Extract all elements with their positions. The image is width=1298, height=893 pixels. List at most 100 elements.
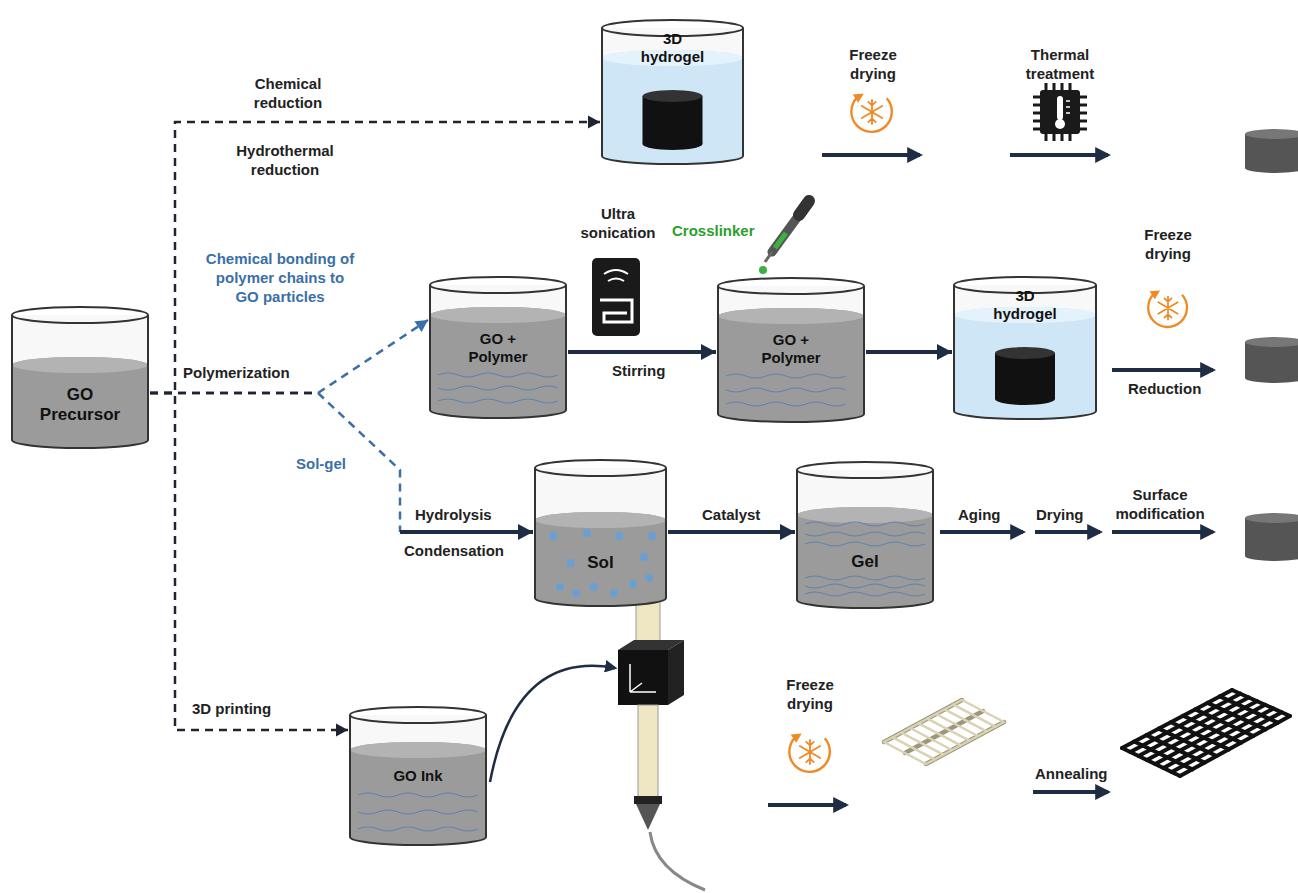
beaker-label: 3D hydrogel [633, 30, 713, 66]
arrow-head [518, 524, 533, 540]
sol-particle [648, 532, 656, 540]
beaker-outline [797, 470, 933, 608]
beaker-outline [954, 285, 1096, 419]
beaker-outline [12, 315, 148, 448]
liquid-surface [430, 307, 566, 323]
beaker-liquid [718, 308, 864, 422]
beaker-node: GO Precursor [10, 305, 150, 450]
lattice-rod [1208, 703, 1266, 729]
hydrogel-top [995, 347, 1055, 359]
beaker-node: 3D hydrogel [600, 18, 745, 166]
arrow-head [414, 320, 428, 332]
arrow-head [937, 344, 952, 360]
feed-arrow [490, 666, 615, 782]
lattice-rod [884, 742, 926, 764]
freeze-drying-icon [789, 734, 829, 772]
step-label: Hydrothermal reduction [225, 142, 345, 180]
polymer-fiber [726, 402, 846, 406]
freeze-drying-icon [851, 94, 891, 132]
polymer-fiber [805, 576, 925, 580]
polymer-fiber [726, 374, 846, 378]
lattice-rod [945, 709, 987, 731]
beaker-liquid [602, 50, 743, 164]
step-arrow [768, 803, 846, 807]
connector-line [568, 350, 716, 354]
step-arrow [822, 153, 920, 157]
cylinder-top [1245, 337, 1298, 347]
cylinder-top [1245, 513, 1298, 523]
beaker-label: GO Ink [378, 767, 458, 785]
sol-particle [583, 529, 591, 537]
sol-particle [615, 532, 623, 540]
sol-particle [567, 559, 575, 567]
hydrogel-body [995, 353, 1055, 399]
connector-line [150, 393, 348, 730]
liquid-surface [718, 308, 864, 324]
connector-line [318, 320, 428, 393]
dropper-icon [759, 201, 809, 274]
step-label: Stirring [612, 362, 665, 381]
polymer-fiber [438, 386, 558, 390]
arrow-head [336, 724, 348, 737]
beaker-label: Sol [571, 553, 631, 573]
nozzle-barrel [638, 705, 658, 800]
step-arrow [1112, 530, 1213, 534]
step-label: Reduction [1128, 380, 1201, 399]
edge-label: 3D printing [190, 700, 273, 719]
step-label: Aging [958, 506, 1001, 525]
axis-marks [630, 664, 656, 692]
beaker-liquid [430, 307, 566, 418]
product-cylinder [1245, 129, 1298, 173]
polymer-fiber [726, 388, 846, 392]
sol-particle [645, 574, 653, 582]
beaker-rim [535, 460, 666, 476]
beaker-rim [430, 277, 566, 293]
beaker-liquid [535, 512, 666, 606]
beaker-shape [533, 458, 668, 608]
beaker-rim [350, 707, 486, 723]
cylinder-top [1245, 129, 1298, 139]
cylinder-body [1245, 134, 1298, 168]
lattice-rod [1183, 716, 1241, 743]
beaker-glass [535, 468, 666, 606]
lattice-rod [1147, 701, 1257, 760]
thermometer-ticks [1066, 101, 1070, 113]
step-label: Freeze drying [1128, 226, 1208, 264]
flow-connector [866, 344, 952, 360]
sol-particle [572, 589, 580, 597]
beaker-outline [718, 286, 864, 422]
step-label: Polymerization [183, 364, 290, 383]
printed-lattice [884, 690, 1290, 776]
step-arrow [1035, 530, 1100, 534]
step-label: Thermal treatment [1005, 46, 1115, 84]
polymer-fiber [805, 584, 925, 588]
beaker-label: GO + Polymer [458, 330, 538, 366]
lattice-rod [962, 700, 1004, 722]
lattice-rod [936, 714, 978, 736]
liquid-surface [12, 357, 148, 373]
lattice-rod [1220, 696, 1278, 722]
chip-pins [1033, 83, 1087, 141]
beaker-rim [12, 307, 148, 323]
step-label: Crosslinker [672, 222, 755, 241]
connector-line [668, 530, 795, 534]
step-arrow [940, 530, 1023, 534]
polymer-fiber [805, 592, 925, 596]
flow-connector [668, 524, 795, 540]
sol-particle [556, 583, 564, 591]
lattice-rod [1134, 742, 1192, 770]
beaker-shape [795, 460, 935, 610]
arrow-head [701, 344, 716, 360]
beaker-node: GO + Polymer [716, 276, 866, 424]
polymer-fiber [358, 827, 478, 831]
polymer-fiber [438, 399, 558, 403]
beaker-rim [797, 462, 933, 478]
lattice-rod [953, 705, 995, 727]
beaker-outline [430, 285, 566, 418]
sol-particle [549, 532, 557, 540]
nozzle-cap [634, 796, 662, 804]
beaker-node: GO Ink [348, 705, 488, 847]
beaker-outline [350, 715, 486, 845]
beaker-liquid [954, 307, 1096, 419]
connector-line [400, 530, 533, 534]
